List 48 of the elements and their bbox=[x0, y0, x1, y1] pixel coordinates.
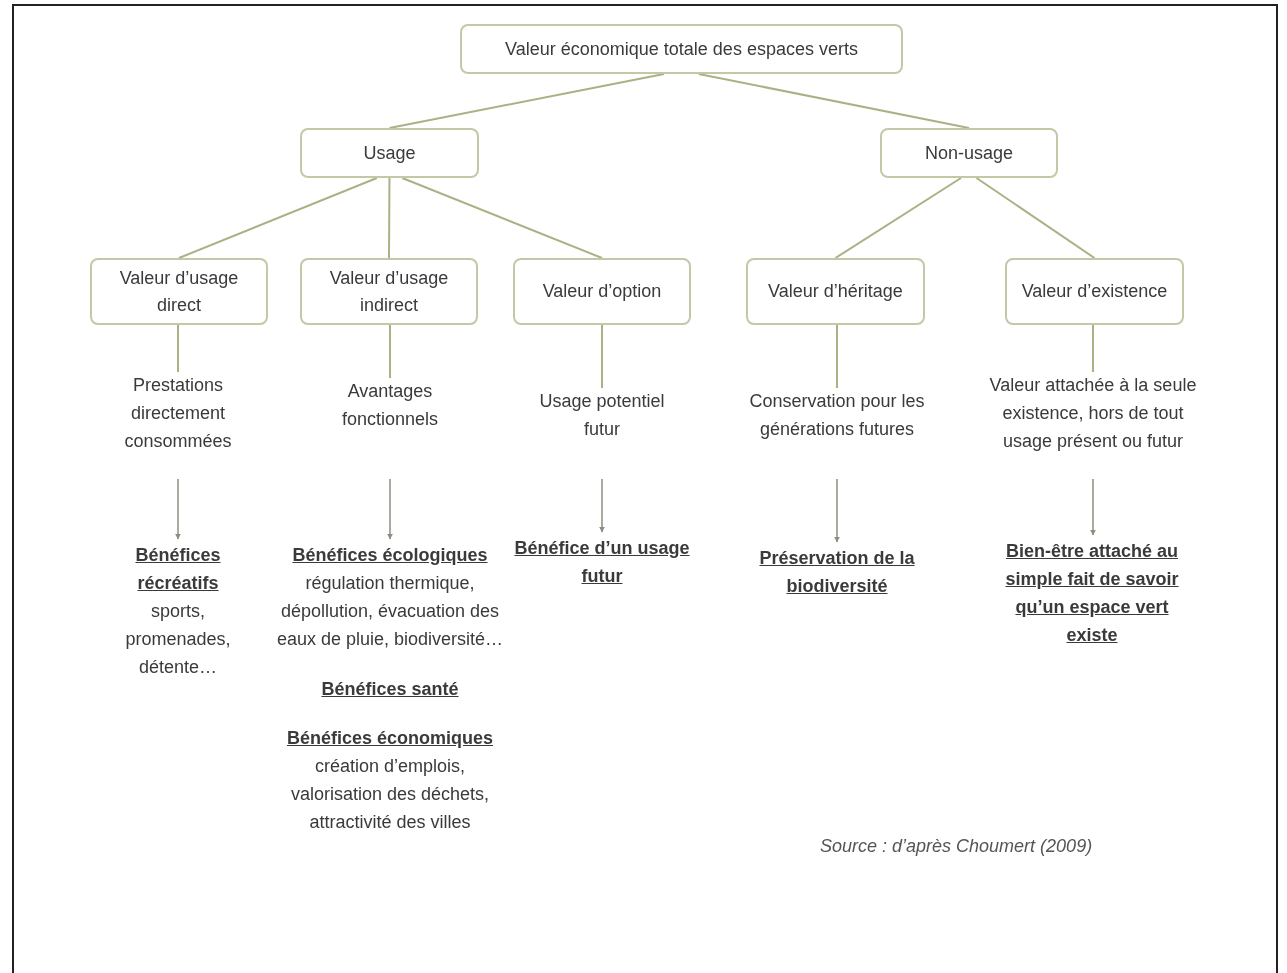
box-label: Valeur d’usage direct bbox=[118, 267, 240, 317]
box-label: Valeur d’héritage bbox=[767, 280, 904, 304]
category-box bbox=[880, 128, 1058, 178]
connector-line bbox=[836, 324, 838, 389]
box-label: Usage bbox=[362, 141, 417, 165]
benefit-description: sports, promenades, détente… bbox=[124, 599, 232, 679]
arrow bbox=[599, 478, 605, 533]
box-label: Non-usage bbox=[923, 141, 1015, 165]
source-note: Source : d’après Choumert (2009) bbox=[820, 836, 1093, 857]
connector-line bbox=[601, 324, 603, 389]
arrow bbox=[1090, 478, 1096, 536]
connector-line bbox=[697, 73, 970, 129]
connector-line bbox=[388, 73, 665, 129]
box-label: Valeur d’usage indirect bbox=[328, 267, 450, 317]
category-box bbox=[513, 258, 691, 325]
benefit-heading: Préservation de la biodiversité bbox=[758, 547, 916, 598]
connector-line bbox=[1092, 324, 1094, 373]
arrow bbox=[834, 478, 840, 543]
description-text: Valeur attachée à la seule existence, hors de tout usage présent ou futur bbox=[988, 374, 1198, 453]
connector-line bbox=[178, 177, 378, 259]
category-box bbox=[1005, 258, 1184, 325]
connector-line bbox=[177, 324, 179, 373]
connector-line bbox=[401, 177, 603, 259]
category-box bbox=[460, 24, 903, 74]
box-label: Valeur économique totale des espaces verts bbox=[504, 37, 859, 61]
category-box bbox=[300, 258, 478, 325]
benefit-description: création d’emplois, valorisation des déchets, attractivité des villes bbox=[289, 755, 491, 835]
benefit-description: régulation thermique, dépollution, évacuation des eaux de pluie, biodiversité… bbox=[275, 571, 505, 651]
connector-line bbox=[389, 324, 391, 379]
box-label: Valeur d’existence bbox=[1020, 280, 1169, 304]
description-text: Avantages fonctionnels bbox=[340, 380, 440, 431]
connector-line bbox=[834, 177, 962, 259]
benefit-heading: Bénéfice d’un usage futur bbox=[513, 537, 691, 588]
category-box bbox=[746, 258, 925, 325]
connector-line bbox=[388, 177, 391, 259]
arrow bbox=[175, 478, 181, 540]
description-text: Prestations directement consommées bbox=[123, 374, 233, 453]
benefit-heading: Bénéfices économiques bbox=[285, 727, 495, 751]
description-text: Usage potentiel futur bbox=[538, 390, 666, 441]
box-label: Valeur d’option bbox=[541, 280, 663, 304]
arrow bbox=[387, 478, 393, 540]
category-box bbox=[90, 258, 268, 325]
description-text: Conservation pour les générations futures bbox=[748, 390, 926, 441]
benefit-heading: Bien-être attaché au simple fait de savoir qu’un espace vert existe bbox=[1004, 540, 1180, 647]
connector-line bbox=[975, 177, 1096, 259]
benefit-heading: Bénéfices écologiques bbox=[291, 544, 489, 567]
category-box bbox=[300, 128, 479, 178]
benefit-heading: Bénéfices santé bbox=[320, 677, 460, 701]
